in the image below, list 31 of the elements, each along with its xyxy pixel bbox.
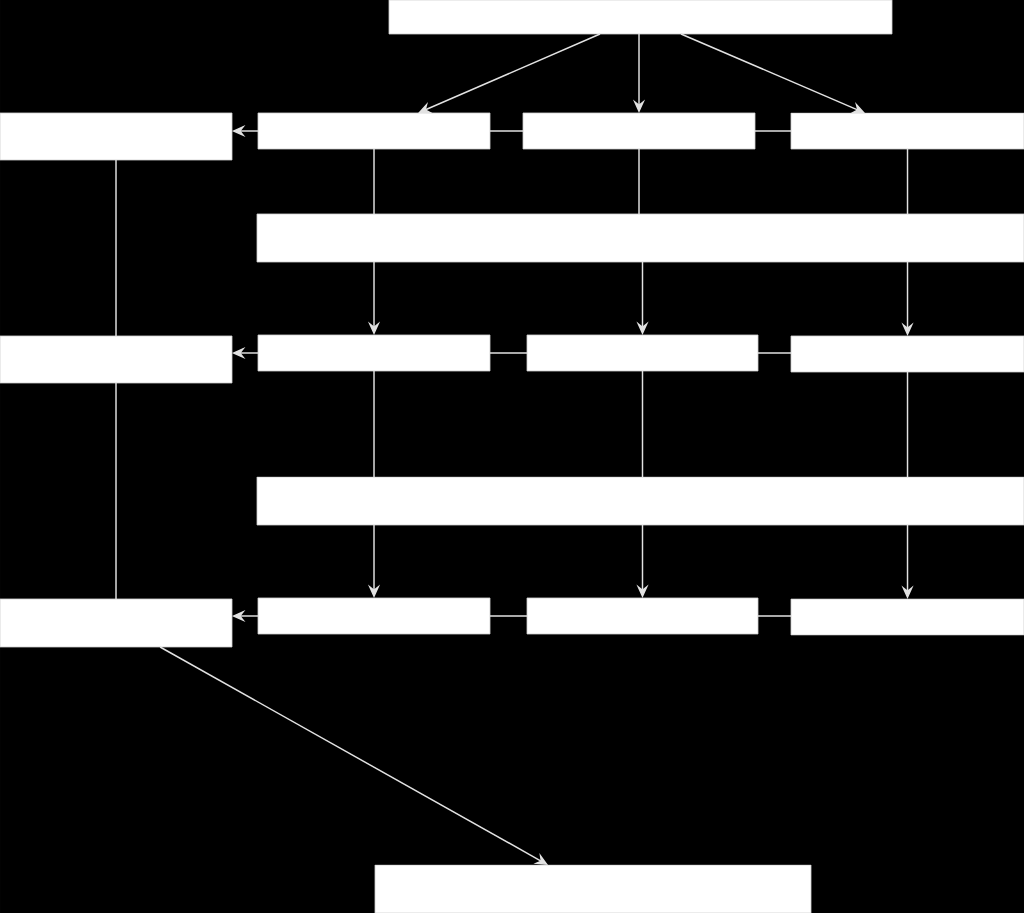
connector-line (638, 148, 640, 215)
empty-box (0, 598, 233, 648)
connector-line (489, 615, 528, 617)
empty-box (388, 0, 893, 35)
connector-line (906, 148, 909, 215)
empty-box (0, 112, 233, 161)
connector-line (641, 370, 644, 478)
connector-line (906, 371, 909, 478)
connector-line (489, 352, 528, 354)
empty-box (790, 598, 1024, 636)
empty-box (790, 112, 1024, 150)
connector-line (489, 130, 524, 132)
empty-box (257, 112, 491, 150)
connector-line (373, 370, 375, 478)
connector-line (115, 159, 117, 337)
empty-box (522, 112, 756, 150)
empty-box (257, 597, 491, 635)
connector-line (757, 615, 792, 617)
empty-box (374, 864, 812, 913)
connector-line (373, 148, 375, 215)
empty-box (790, 335, 1024, 373)
empty-box (0, 335, 233, 384)
connector-line (115, 382, 117, 600)
wide-box (256, 213, 1024, 263)
arrow (680, 33, 865, 114)
empty-box (526, 334, 759, 372)
connector-line (757, 352, 792, 354)
empty-box (526, 597, 759, 635)
connector-line (754, 130, 792, 132)
empty-box (257, 334, 491, 372)
wide-box (256, 476, 1024, 526)
